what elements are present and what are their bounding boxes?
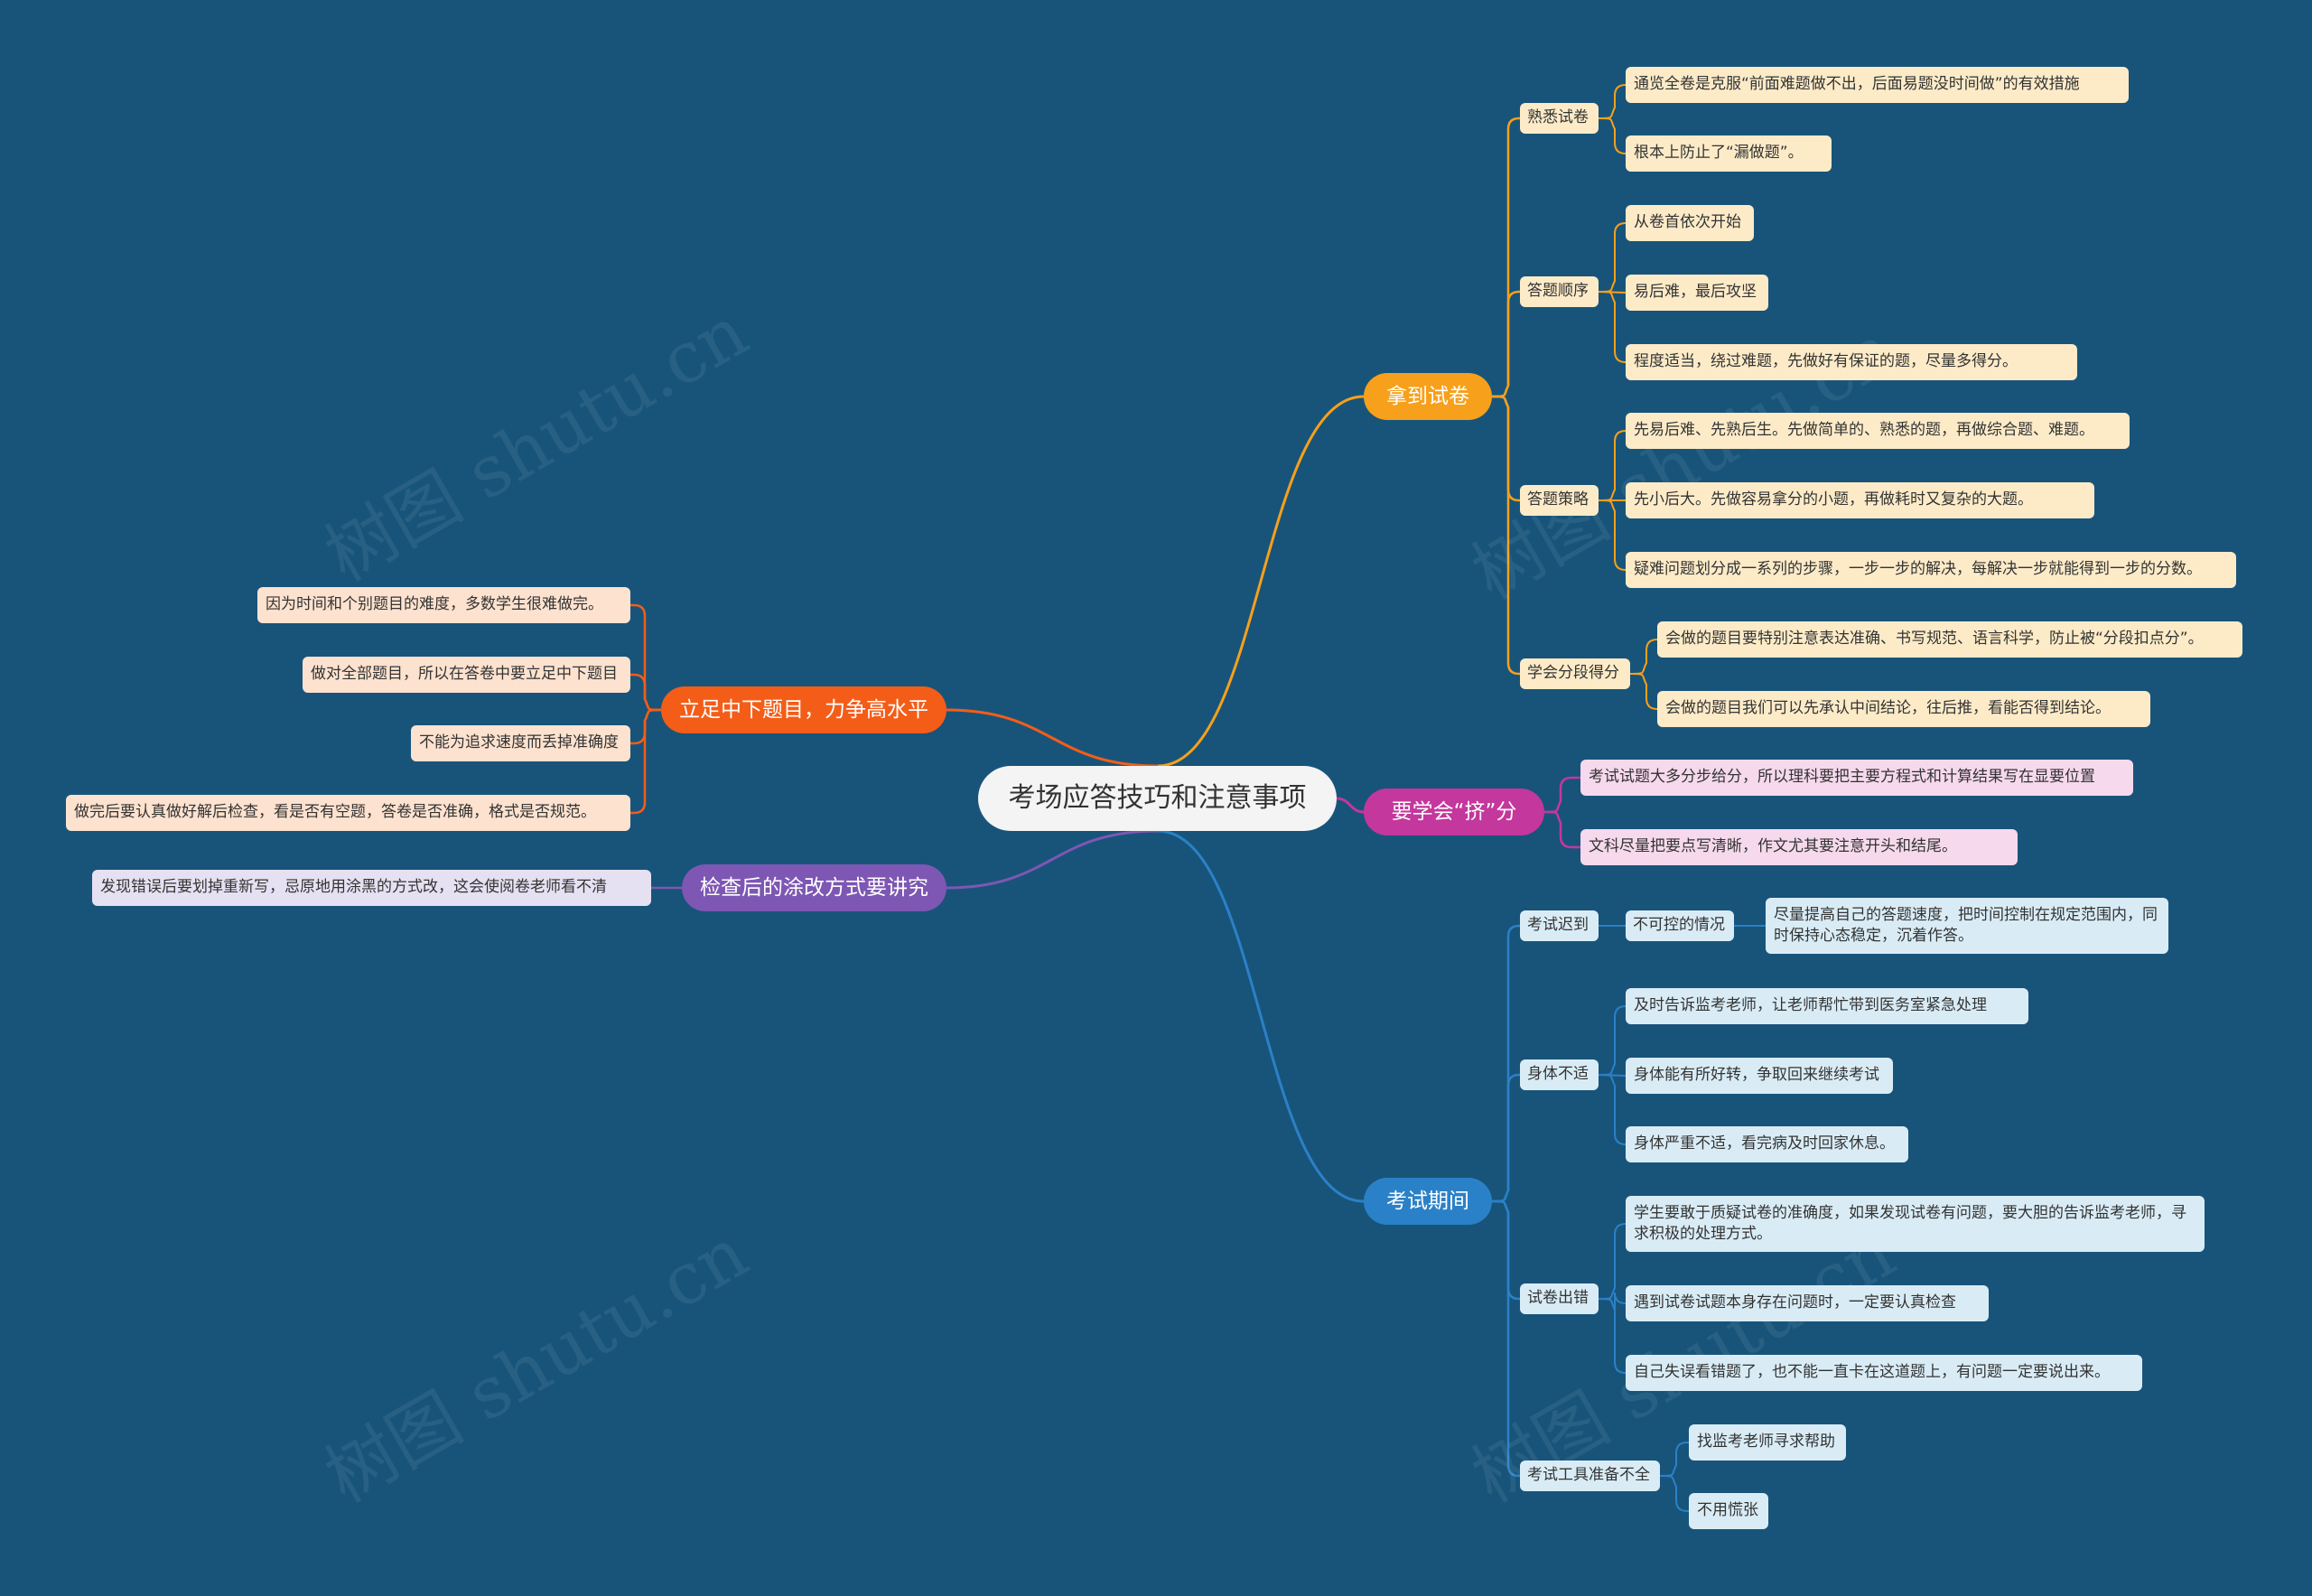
leaf-node[interactable]: 及时告诉监考老师，让老师帮忙带到医务室紧急处理 xyxy=(1626,988,2028,1024)
branch-correction-method[interactable]: 检查后的涂改方式要讲究 xyxy=(682,864,946,911)
leaf-node[interactable]: 程度适当，绕过难题，先做好有保证的题，尽量多得分。 xyxy=(1626,344,2077,380)
leaf-node[interactable]: 做对全部题目，所以在答卷中要立足中下题目 xyxy=(303,657,630,693)
leaf-node[interactable]: 根本上防止了“漏做题”。 xyxy=(1626,135,1832,172)
branch-get-paper[interactable]: 拿到试卷 xyxy=(1364,373,1492,420)
leaf-node[interactable]: 会做的题目我们可以先承认中间结论，往后推，看能否得到结论。 xyxy=(1657,691,2150,727)
subtopic-answer-order[interactable]: 答题顺序 xyxy=(1520,276,1599,307)
leaf-node[interactable]: 不能为追求速度而丢掉准确度 xyxy=(411,725,630,761)
leaf-node[interactable]: 通览全卷是克服“前面难题做不出，后面易题没时间做”的有效措施 xyxy=(1626,67,2129,103)
subtopic-tools-incomplete[interactable]: 考试工具准备不全 xyxy=(1520,1461,1660,1491)
leaf-node[interactable]: 尽量提高自己的答题速度，把时间控制在规定范围内，同时保持心态稳定，沉着作答。 xyxy=(1766,898,2168,954)
leaf-node[interactable]: 易后难，最后攻坚 xyxy=(1626,275,1768,311)
subtopic-late-for-exam[interactable]: 考试迟到 xyxy=(1520,910,1599,941)
branch-focus-mid-low[interactable]: 立足中下题目，力争高水平 xyxy=(661,686,946,733)
subtopic-paper-error[interactable]: 试卷出错 xyxy=(1520,1283,1599,1314)
leaf-node[interactable]: 发现错误后要划掉重新写，忌原地用涂黑的方式改，这会使阅卷老师看不清 xyxy=(92,870,651,906)
leaf-node[interactable]: 先易后难、先熟后生。先做简单的、熟悉的题，再做综合题、难题。 xyxy=(1626,413,2130,449)
subtopic-familiarize-paper[interactable]: 熟悉试卷 xyxy=(1520,103,1599,134)
leaf-node[interactable]: 遇到试卷试题本身存在问题时，一定要认真检查 xyxy=(1626,1285,1989,1321)
branch-during-exam[interactable]: 考试期间 xyxy=(1364,1178,1492,1225)
leaf-node[interactable]: 文科尽量把要点写清晰，作文尤其要注意开头和结尾。 xyxy=(1580,829,2018,865)
leaf-node[interactable]: 自己失误看错题了，也不能一直卡在这道题上，有问题一定要说出来。 xyxy=(1626,1355,2142,1391)
branch-squeeze-points[interactable]: 要学会“挤”分 xyxy=(1364,789,1544,835)
leaf-node[interactable]: 疑难问题划分成一系列的步骤，一步一步的解决，每解决一步就能得到一步的分数。 xyxy=(1626,552,2236,588)
leaf-node[interactable]: 身体严重不适，看完病及时回家休息。 xyxy=(1626,1126,1908,1162)
leaf-node[interactable]: 找监考老师寻求帮助 xyxy=(1689,1424,1846,1461)
leaf-node[interactable]: 身体能有所好转，争取回来继续考试 xyxy=(1626,1058,1893,1094)
subtopic-uncontrollable[interactable]: 不可控的情况 xyxy=(1626,910,1734,941)
root-topic[interactable]: 考场应答技巧和注意事项 xyxy=(978,766,1337,831)
subtopic-segment-scoring[interactable]: 学会分段得分 xyxy=(1520,658,1630,689)
leaf-node[interactable]: 做完后要认真做好解后检查，看是否有空题，答卷是否准确，格式是否规范。 xyxy=(66,795,630,831)
leaf-node[interactable]: 学生要敢于质疑试卷的准确度，如果发现试卷有问题，要大胆的告诉监考老师，寻求积极的… xyxy=(1626,1196,2205,1252)
leaf-node[interactable]: 先小后大。先做容易拿分的小题，再做耗时又复杂的大题。 xyxy=(1626,482,2094,518)
leaf-node[interactable]: 会做的题目要特别注意表达准确、书写规范、语言科学，防止被“分段扣点分”。 xyxy=(1657,621,2242,658)
leaf-node[interactable]: 因为时间和个别题目的难度，多数学生很难做完。 xyxy=(257,587,630,623)
leaf-node[interactable]: 不用慌张 xyxy=(1689,1493,1768,1529)
leaf-node[interactable]: 考试试题大多分步给分，所以理科要把主要方程式和计算结果写在显要位置 xyxy=(1580,760,2133,796)
subtopic-feeling-unwell[interactable]: 身体不适 xyxy=(1520,1059,1599,1090)
leaf-node[interactable]: 从卷首依次开始 xyxy=(1626,205,1754,241)
subtopic-answer-strategy[interactable]: 答题策略 xyxy=(1520,485,1599,516)
